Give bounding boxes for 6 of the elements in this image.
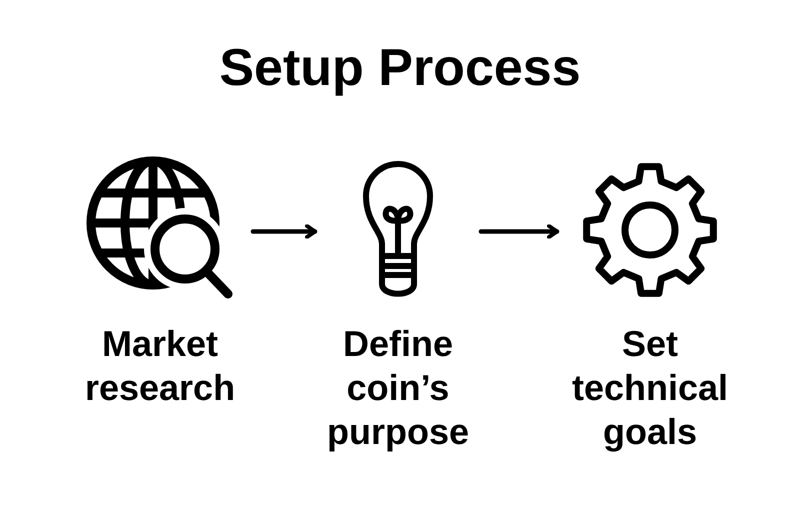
arrow [478,224,560,239]
step-label: Define coin’s purpose [326,322,470,454]
step-label: Market research [84,322,236,410]
step-label: Set technical goals [570,322,730,454]
arrow [250,224,318,239]
title: Setup Process [219,38,581,98]
